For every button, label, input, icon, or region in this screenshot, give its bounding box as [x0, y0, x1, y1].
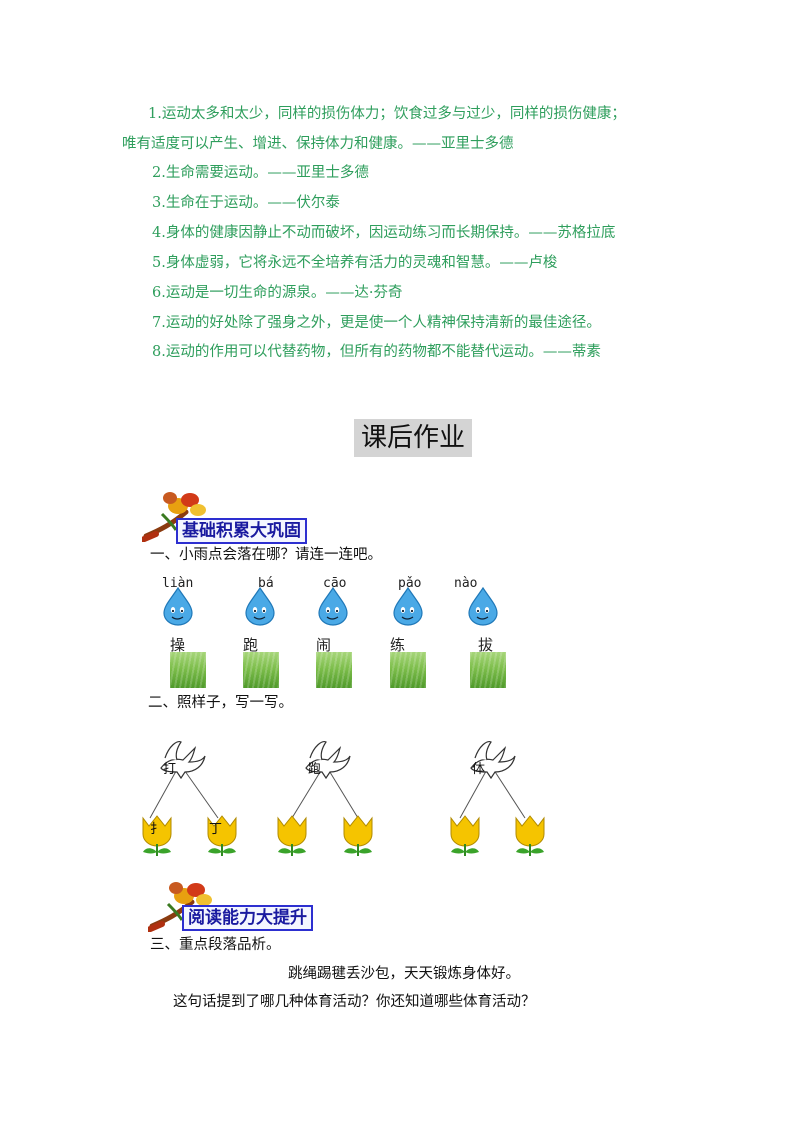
flower-decoration-icon: [142, 492, 206, 542]
grass-patch[interactable]: [243, 652, 279, 688]
grass-patch[interactable]: [390, 652, 426, 688]
dove-icon: [470, 741, 516, 780]
pinyin-label: liàn: [162, 576, 194, 591]
question-1: 一、小雨点会落在哪？请连一连吧。: [150, 547, 382, 563]
raindrop-icon[interactable]: [465, 586, 501, 626]
dove-icon: [160, 741, 206, 780]
quote-line-5: 5.身体虚弱，它将永远不全培养有活力的灵魂和智慧。——卢梭: [152, 255, 558, 271]
raindrop-icon[interactable]: [160, 586, 196, 626]
quote-line-8: 8.运动的作用可以代替药物，但所有的药物都不能替代运动。——蒂素: [152, 344, 601, 360]
tulip-character: 丁: [209, 822, 223, 837]
character-label: 闹: [316, 636, 332, 654]
quote-line-1-cont: 唯有适度可以产生、增进、保持体力和健康。——亚里士多德: [122, 136, 514, 152]
raindrop-icon[interactable]: [390, 586, 426, 626]
dove-character: 打: [163, 762, 177, 777]
character-label: 操: [170, 636, 186, 654]
grass-patch[interactable]: [470, 652, 506, 688]
question-3: 三、重点段落品析。: [150, 937, 281, 953]
quote-line-6: 6.运动是一切生命的源泉。——达·芬奇: [152, 285, 403, 301]
tulip-icon[interactable]: [338, 812, 378, 858]
connector-lines: [149, 763, 526, 819]
tulip-character: 扌: [150, 822, 164, 837]
character-label: 拔: [478, 636, 494, 654]
tulip-icon[interactable]: [510, 812, 550, 858]
pinyin-label: pǎo: [398, 576, 422, 591]
grass-patch[interactable]: [316, 652, 352, 688]
dove-character: 跑: [308, 762, 322, 777]
pinyin-label: cāo: [323, 576, 347, 591]
question-2: 二、照样子，写一写。: [148, 695, 293, 711]
raindrop-icon[interactable]: [315, 586, 351, 626]
quote-line-2: 2.生命需要运动。——亚里士多德: [152, 165, 369, 181]
pinyin-label: nào: [454, 576, 478, 591]
quote-line-1: 1.运动太多和太少，同样的损伤体力；饮食过多与过少，同样的损伤健康；: [148, 106, 626, 122]
section-banner-basics: 基础积累大巩固: [176, 518, 307, 544]
dove-icon: [305, 741, 351, 780]
tulip-icon[interactable]: [137, 812, 177, 858]
grass-patch[interactable]: [170, 652, 206, 688]
character-label: 练: [390, 636, 406, 654]
pinyin-label: bá: [258, 576, 274, 591]
reading-passage: 跳绳踢毽丢沙包，天天锻炼身体好。: [288, 966, 520, 982]
section-banner-reading: 阅读能力大提升: [182, 905, 313, 931]
tulip-icon[interactable]: [272, 812, 312, 858]
flower-decoration-icon: [148, 882, 212, 932]
character-label: 跑: [243, 636, 259, 654]
reading-question: 这句话提到了哪几种体育活动？你还知道哪些体育活动？: [173, 994, 536, 1010]
homework-title: 课后作业: [354, 419, 472, 457]
dove-character: 体: [472, 762, 486, 777]
quote-line-7: 7.运动的好处除了强身之外，更是使一个人精神保持清新的最佳途径。: [152, 315, 601, 331]
tulip-icon[interactable]: [445, 812, 485, 858]
quote-line-3: 3.生命在于运动。——伏尔泰: [152, 195, 340, 211]
quote-line-4: 4.身体的健康因静止不动而破坏，因运动练习而长期保持。——苏格拉底: [152, 225, 616, 241]
tulip-icon[interactable]: [202, 812, 242, 858]
raindrop-icon[interactable]: [242, 586, 278, 626]
